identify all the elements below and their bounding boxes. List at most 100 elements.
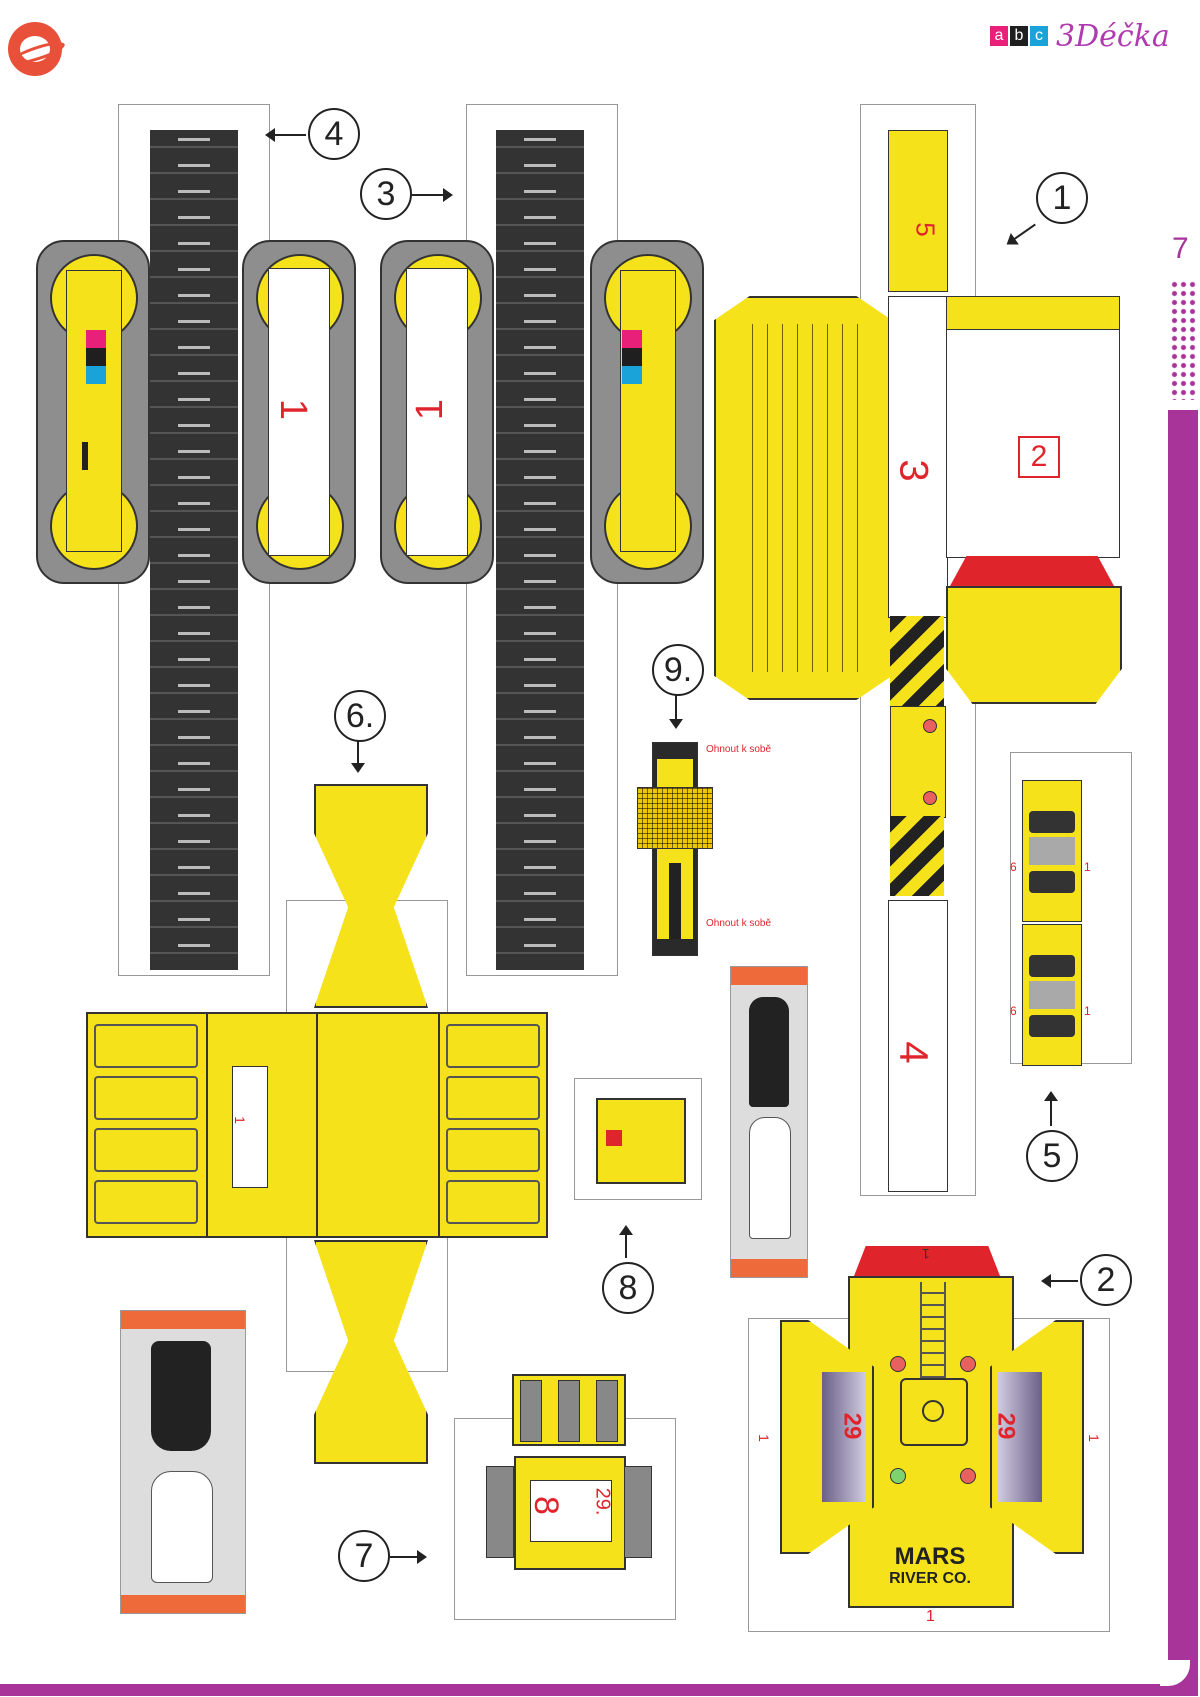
part-2-left-wing <box>780 1320 874 1554</box>
callout-3-arrow <box>412 188 453 202</box>
cab-hatch-knob-icon <box>922 1400 944 1422</box>
part-6-pod <box>204 1012 318 1238</box>
track-4-abc-logo <box>86 330 106 384</box>
body-label-5: 5 <box>910 222 941 237</box>
part-8-body <box>596 1098 686 1184</box>
part-5-label-6b: 6 <box>1010 1004 1017 1018</box>
indicator-light-icon <box>960 1356 976 1372</box>
part-6-right-slats <box>438 1012 548 1238</box>
callout-4-arrow <box>265 128 306 142</box>
brand-letter-a: a <box>990 26 1008 46</box>
body-front-roof <box>950 556 1114 586</box>
part-7-label-29: 29. <box>591 1487 614 1516</box>
part-5-label-6a: 6 <box>1010 860 1017 874</box>
callout-6: 6. <box>334 690 386 742</box>
part-7-right-wheel <box>624 1466 652 1558</box>
part-5-label-1a: 1 <box>1084 860 1091 874</box>
callout-4: 4 <box>308 108 360 160</box>
cab-sign-line1: MARS <box>894 1543 966 1570</box>
track-3-label: 1 <box>409 398 452 421</box>
callout-6-arrow <box>351 740 365 773</box>
part-2-label-top: 1 <box>922 1246 930 1262</box>
part-2-roof <box>854 1246 1000 1276</box>
part-6-center <box>314 1012 442 1238</box>
part-7-left-wheel <box>486 1466 514 1558</box>
body-label-2: 2 <box>1018 436 1060 478</box>
part-5-bottom-module <box>1022 924 1082 1066</box>
part-2-label-bottom: 1 <box>926 1608 935 1625</box>
dot-decoration <box>1170 280 1198 400</box>
part-2-right-wing <box>990 1320 1084 1554</box>
indicator-light-icon <box>960 1468 976 1484</box>
brand-title: 3Déčka <box>1056 18 1170 54</box>
cab-sign-line2: RIVER CO. <box>889 1570 971 1587</box>
track-3-side-right <box>590 240 704 584</box>
body-label-4: 4 <box>891 1041 936 1064</box>
track-3-side-left <box>380 240 494 584</box>
track-3-abc-logo <box>622 330 642 384</box>
track-3-tread <box>496 130 584 970</box>
brand-letter-c: c <box>1030 26 1048 46</box>
body-top-tab <box>888 130 948 292</box>
callout-9-arrow <box>669 694 683 729</box>
brand-letter-b: b <box>1010 26 1028 46</box>
callout-5-arrow <box>1044 1091 1058 1126</box>
fold-instruction-top: Ohnout k sobě <box>706 744 772 755</box>
page-number: 7 <box>1172 232 1189 265</box>
part-7-wheel-columns <box>512 1374 626 1446</box>
body-hazard-top <box>890 616 944 706</box>
page-border-bottom <box>0 1684 1198 1696</box>
part-7-body <box>514 1456 626 1570</box>
body-front-panel <box>946 586 1122 704</box>
body-lid <box>714 296 892 700</box>
body-center-panel <box>888 296 948 618</box>
track-4-side-right <box>242 240 356 584</box>
callout-2: 2 <box>1080 1254 1132 1306</box>
callout-2-arrow <box>1041 1274 1078 1288</box>
part-2-number-left: 29 <box>838 1412 866 1440</box>
body-hazard-bottom <box>890 816 944 896</box>
fold-instruction-bottom: Ohnout k sobě <box>706 918 772 929</box>
indicator-light-icon <box>923 791 937 805</box>
part-6-pod-label: 1 <box>231 1116 248 1124</box>
astronaut-strip-upper <box>730 966 808 1278</box>
body-lower-panel <box>888 900 948 1192</box>
callout-3: 3 <box>360 168 412 220</box>
part-8-red-square <box>606 1130 622 1146</box>
track-4-tread <box>150 130 238 970</box>
planet-logo-icon <box>8 22 67 76</box>
indicator-light-green-icon <box>890 1468 906 1484</box>
astronaut-shadow-icon <box>151 1341 211 1451</box>
callout-5: 5 <box>1026 1130 1078 1182</box>
part-6-left-slats <box>86 1012 208 1238</box>
cab-sign: MARS RIVER CO. <box>868 1544 992 1588</box>
part-2-number-right: 29 <box>992 1412 1020 1440</box>
astronaut-icon <box>749 1117 791 1239</box>
page-border-right <box>1168 410 1198 1695</box>
indicator-light-icon <box>923 719 937 733</box>
part-9-column <box>637 742 713 956</box>
callout-8: 8 <box>602 1262 654 1314</box>
callout-7-arrow <box>390 1550 427 1564</box>
part-5-top-module <box>1022 780 1082 922</box>
astronaut-icon <box>151 1471 213 1583</box>
callout-1: 1 <box>1036 172 1088 224</box>
indicator-light-icon <box>890 1356 906 1372</box>
brand-logo: a b c 3Déčka <box>990 19 1170 54</box>
body-side-panel-top <box>946 296 1120 330</box>
callout-9: 9. <box>652 644 704 696</box>
part-2-label-right: 1 <box>1085 1434 1102 1442</box>
callout-1-arrow <box>1010 223 1036 243</box>
body-label-3: 3 <box>891 459 936 482</box>
part-2-label-left: 1 <box>755 1434 772 1442</box>
part-7-label-8: 8 <box>526 1496 565 1515</box>
track-4-side-left <box>36 240 150 584</box>
part-6-top-wing <box>314 784 428 1008</box>
astronaut-strip-lower <box>120 1310 246 1614</box>
body-side-panel <box>946 296 1120 558</box>
part-5-label-1b: 1 <box>1084 1004 1091 1018</box>
callout-7: 7 <box>338 1530 390 1582</box>
callout-8-arrow <box>619 1225 633 1258</box>
astronaut-shadow-icon <box>749 997 789 1107</box>
part-2-body <box>848 1276 1014 1608</box>
